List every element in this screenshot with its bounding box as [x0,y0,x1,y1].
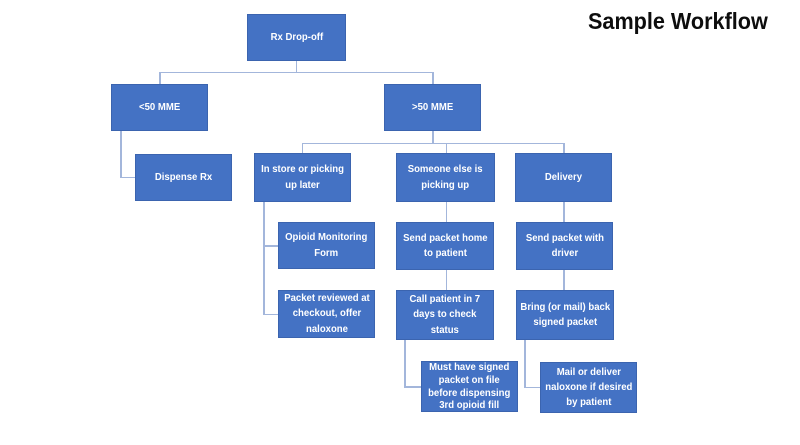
node-call-patient-7-days: Call patient in 7 days to check status [396,290,494,340]
node-send-packet-home: Send packet home to patient [396,222,494,270]
node-rx-drop-off: Rx Drop-off [247,14,346,61]
connector-lt50-hang [120,131,122,177]
connector-instore-opioid-stub [263,245,278,247]
connector-drop-someone [445,143,447,153]
node-label: Send packet home to patient [402,231,488,259]
node-label: Call patient in 7 days to check status [409,293,481,336]
node-bring-back-signed-packet: Bring (or mail) back signed packet [516,290,614,340]
connector-delivery-senddriver [563,202,565,222]
node-someone-else-picking-up: Someone else is picking up [396,153,495,202]
connector-level1-branch [159,71,433,73]
node-label: <50 MME [138,100,181,113]
node-in-store-or-pickup-later: In store or picking up later [254,153,351,202]
connector-level2-branch [301,142,565,144]
connector-someone-sendhome [445,202,447,222]
node-label: Mail or deliver naloxone if desired by p… [544,365,633,409]
connector-instore-hang [263,202,265,314]
node-label: Rx Drop-off [270,30,323,43]
node-delivery: Delivery [515,153,612,202]
slide-title: Sample Workflow [588,8,768,34]
node-gt50-mme: >50 MME [384,84,481,131]
node-label: Dispense Rx [154,170,213,183]
node-label: >50 MME [411,100,454,113]
node-send-packet-with-driver: Send packet with driver [516,222,613,270]
connector-bringback-maildeliver-stub [524,386,540,388]
connector-drop-delivery [563,143,565,153]
node-label: Bring (or mail) back signed packet [520,300,610,328]
node-lt50-mme: <50 MME [111,84,208,131]
node-dispense-rx: Dispense Rx [135,154,232,201]
connector-drop-gt50 [432,72,434,84]
connector-callpatient-hang [404,340,406,387]
node-opioid-monitoring-form: Opioid Monitoring Form [278,222,375,269]
connector-lt50-dispense-stub [120,176,135,178]
node-label: In store or picking up later [261,163,344,191]
node-label: Opioid Monitoring Form [285,231,368,259]
connector-instore-packet-stub [263,313,278,315]
connector-bringback-hang [524,340,526,387]
connector-drop-lt50 [159,72,161,84]
connector-sendhome-callpatient [445,270,447,290]
connector-callpatient-mustsigned-stub [404,386,421,388]
node-must-have-signed-packet: Must have signed packet on file before d… [421,361,518,412]
node-label: Packet reviewed at checkout, offer nalox… [283,292,370,335]
node-label: Must have signed packet on file before d… [428,361,511,412]
node-label: Someone else is picking up [408,163,483,191]
connector-senddriver-bringback [563,270,565,290]
connector-gt50-stem [432,131,434,143]
node-packet-reviewed-checkout: Packet reviewed at checkout, offer nalox… [278,290,375,338]
node-mail-or-deliver-naloxone: Mail or deliver naloxone if desired by p… [540,362,637,413]
node-label: Send packet with driver [525,231,604,259]
node-label: Delivery [544,170,583,183]
connector-drop-instore [301,143,303,153]
connector-rxdropoff-stem [295,61,297,72]
